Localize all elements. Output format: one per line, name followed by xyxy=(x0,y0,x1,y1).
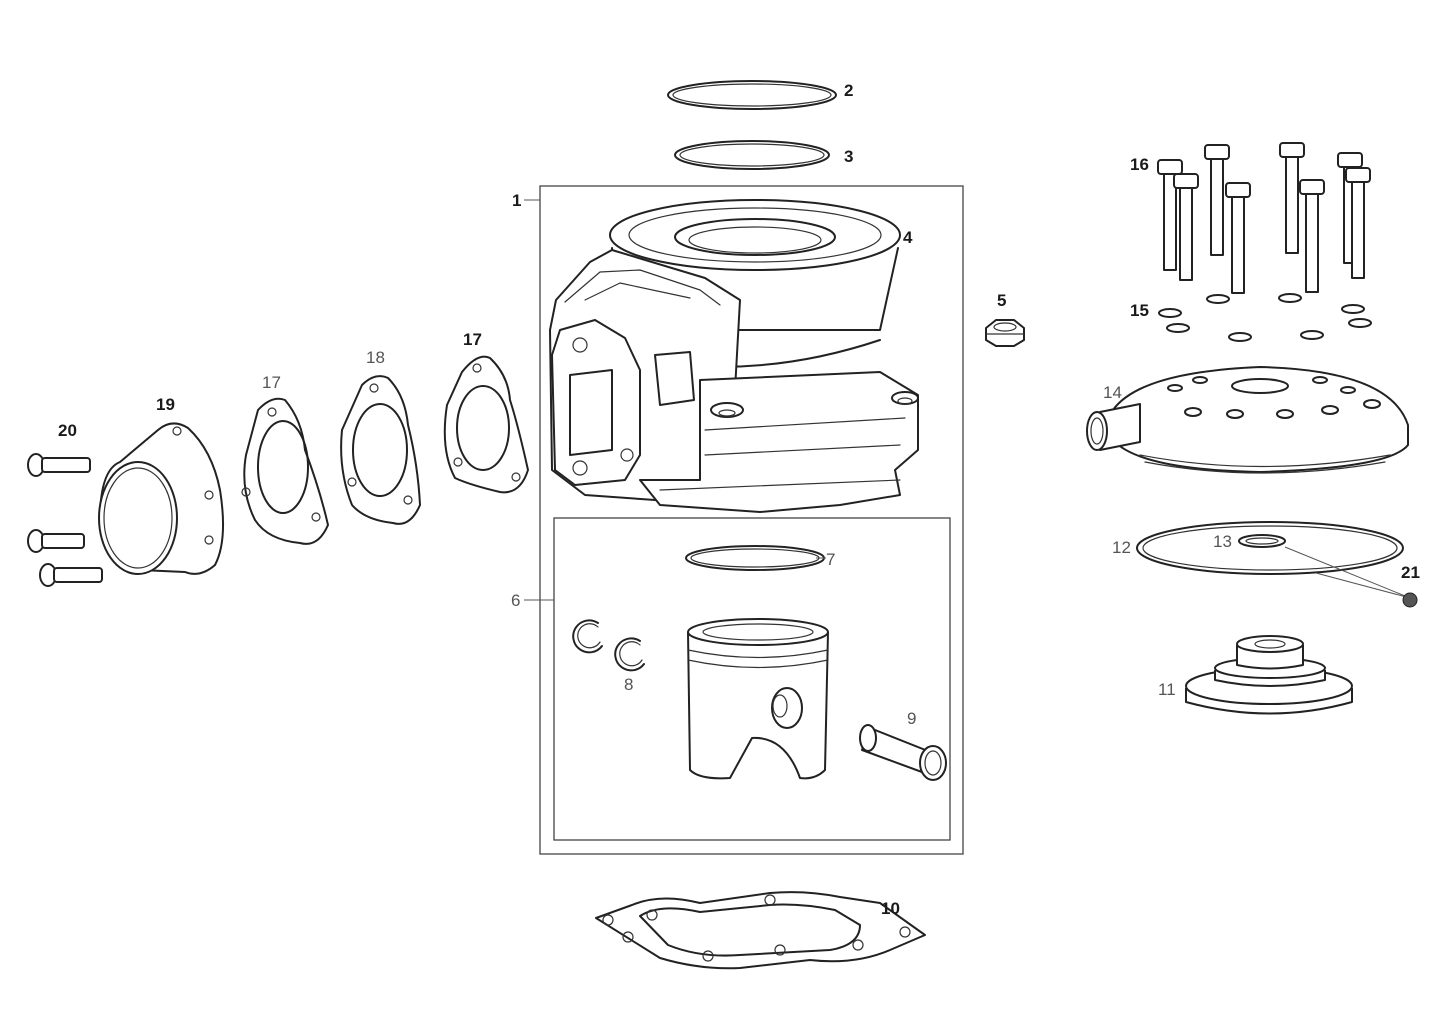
cylinder-nut xyxy=(985,319,1025,347)
cylinder-head-bolts xyxy=(1157,142,1371,294)
exhaust-flange-screws xyxy=(27,453,103,587)
callout-4: 4 xyxy=(903,228,913,247)
callout-17-outer: 17 xyxy=(463,330,482,349)
callout-13: 13 xyxy=(1213,532,1232,551)
callout-16: 16 xyxy=(1130,155,1149,174)
callout-1: 1 xyxy=(512,191,521,210)
piston-pin xyxy=(859,724,947,781)
callout-21: 21 xyxy=(1401,563,1420,582)
callout-7: 7 xyxy=(826,550,835,569)
callout-19: 19 xyxy=(156,395,175,414)
head-bolt-washers xyxy=(1158,293,1372,342)
small-insert-o-ring xyxy=(1238,534,1286,548)
head-o-ring-small xyxy=(674,140,830,170)
callout-2: 2 xyxy=(844,81,853,100)
cylinder-base-gasket xyxy=(595,891,926,970)
piston-ring xyxy=(685,545,825,571)
combustion-chamber-insert xyxy=(1185,635,1353,715)
callout-14: 14 xyxy=(1103,383,1122,402)
callout-20: 20 xyxy=(58,421,77,440)
callout-5: 5 xyxy=(997,291,1006,310)
callout-12: 12 xyxy=(1112,538,1131,557)
callout-3: 3 xyxy=(844,147,853,166)
exhaust-gasket-inner xyxy=(241,397,329,545)
callout-18: 18 xyxy=(366,348,385,367)
exhaust-flange xyxy=(98,422,224,575)
head-insert-o-ring xyxy=(1136,521,1404,575)
cylinder-assembly-box xyxy=(539,185,964,855)
head-o-ring-large xyxy=(667,80,837,110)
exhaust-gasket-outer xyxy=(443,355,529,494)
piston-pin-circlips xyxy=(572,619,645,672)
callout-6: 6 xyxy=(511,591,520,610)
callout-17-inner: 17 xyxy=(262,373,281,392)
grease-point xyxy=(1284,546,1418,608)
callout-11: 11 xyxy=(1158,680,1176,699)
piston-kit-box xyxy=(553,517,951,841)
callout-10: 10 xyxy=(881,899,900,918)
piston xyxy=(687,618,829,780)
cylinder-head xyxy=(1086,366,1409,474)
exhaust-spacer-plate xyxy=(340,375,421,525)
cylinder-body xyxy=(549,199,919,513)
callout-8: 8 xyxy=(624,675,633,694)
callout-9: 9 xyxy=(907,709,916,728)
callout-15: 15 xyxy=(1130,301,1149,320)
